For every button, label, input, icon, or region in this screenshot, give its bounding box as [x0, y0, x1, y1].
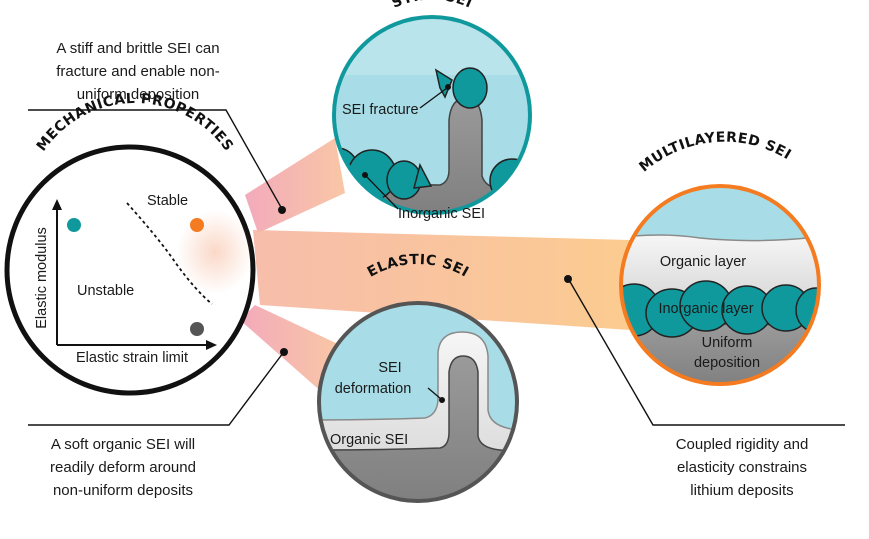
- organic-layer-label: Organic layer: [660, 254, 746, 270]
- stability-boundary: [126, 202, 213, 305]
- stiff-title: STIFF SEI: [390, 0, 475, 12]
- uniform-deposition-label-2: deposition: [694, 355, 760, 371]
- inorganic-sei-label: Inorganic SEI: [398, 206, 485, 222]
- unstable-label: Unstable: [77, 283, 134, 299]
- multilayered-sei-panel: MULTILAYERED SEI Organic layer Inorganic…: [619, 130, 821, 386]
- stiff-dot: [67, 218, 81, 232]
- stiff-caption-line-1: A stiff and brittle SEI can: [56, 40, 219, 57]
- stiff-sei-panel: STIFF SEI SEI fracture Inorganic SEI: [332, 0, 532, 222]
- elastic-lithium: [319, 355, 517, 501]
- elastic-dot: [190, 322, 204, 336]
- sei-deformation-label-1: SEI: [378, 360, 401, 376]
- sei-fracture-label: SEI fracture: [342, 102, 419, 118]
- multilayered-caption: Coupled rigidity and elasticity constrai…: [564, 275, 845, 499]
- inorganic-layer-label: Inorganic layer: [658, 301, 753, 317]
- beam-to-stiff: [245, 138, 345, 233]
- elastic-caption-line-1: A soft organic SEI will: [51, 436, 195, 453]
- organic-sei-label: Organic SEI: [330, 432, 408, 448]
- y-axis-arrow: [52, 199, 62, 210]
- multilayered-caption-line-3: lithium deposits: [690, 482, 793, 499]
- stable-label: Stable: [147, 193, 188, 209]
- mechanical-properties-panel: MECHANICAL PROPERTIES Elastic modulus El…: [4, 91, 256, 396]
- x-axis-label: Elastic strain limit: [76, 350, 188, 366]
- elastic-caption: A soft organic SEI will readily deform a…: [28, 348, 288, 499]
- stiff-caption: A stiff and brittle SEI can fracture and…: [28, 40, 286, 214]
- multilayered-caption-line-2: elasticity constrains: [677, 459, 807, 476]
- multilayered-title: MULTILAYERED SEI: [636, 130, 794, 176]
- beam-to-multilayered: [253, 230, 630, 330]
- x-axis-arrow: [206, 340, 217, 350]
- elastic-caption-line-2: readily deform around: [50, 459, 196, 476]
- y-axis-label: Elastic modulus: [34, 227, 50, 329]
- multilayered-dot: [190, 218, 204, 232]
- beam-to-elastic: [240, 305, 340, 395]
- sei-deformation-label-2: deformation: [335, 381, 412, 397]
- stiff-caption-line-2: fracture and enable non-: [56, 63, 219, 80]
- uniform-deposition-label-1: Uniform: [702, 335, 753, 351]
- multilayered-caption-line-1: Coupled rigidity and: [676, 436, 809, 453]
- stiff-caption-line-3: uniform deposition: [77, 86, 200, 103]
- elastic-caption-line-3: non-uniform deposits: [53, 482, 193, 499]
- elastic-sei-panel: ELASTIC SEI SEI deformation Organic SEI: [317, 252, 519, 503]
